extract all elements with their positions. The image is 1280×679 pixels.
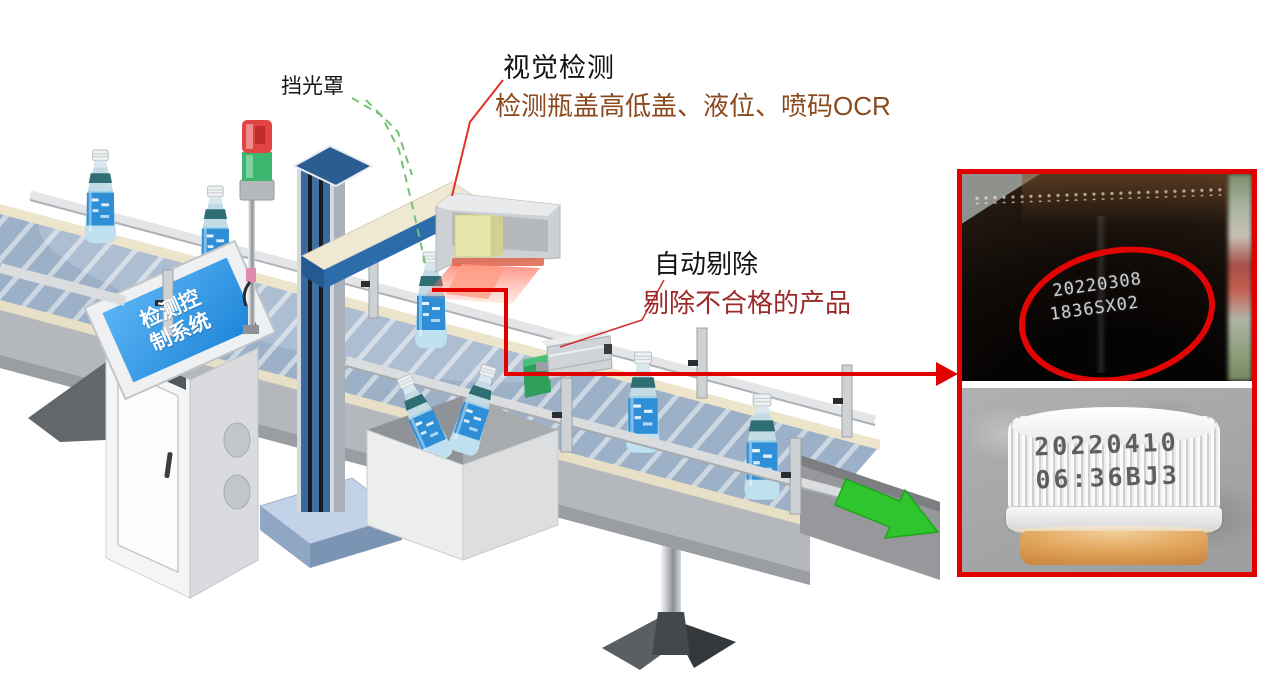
bottle-cap-top: [1012, 407, 1216, 445]
callout-line-red-reject: [559, 279, 665, 348]
auto-reject-title: 自动剔除: [654, 249, 759, 279]
rail-posts-front: [155, 269, 802, 515]
light-shield-label: 挡光罩: [281, 75, 344, 98]
rail-posts-back: [361, 251, 853, 438]
product-bottle: [84, 149, 117, 244]
bottle-neck: [1020, 531, 1208, 565]
connector-line-red: [432, 288, 938, 376]
light-shield-dashed-line: [351, 97, 426, 264]
flow-arrow-green: [834, 478, 940, 539]
inset-photo-bottle-code: 20220308 1836SX02: [962, 174, 1252, 381]
vision-inspection-description: 检测瓶盖高低盖、液位、喷码OCR: [495, 91, 891, 121]
callout-line-red-vision: [451, 79, 504, 197]
reject-box: [366, 360, 559, 561]
camera-light-cone: [424, 264, 540, 304]
vision-inspection-title: 视觉检测: [503, 53, 615, 83]
signal-tower-light: [239, 120, 275, 334]
control-screen: [83, 239, 277, 401]
vision-camera: [435, 192, 561, 273]
reject-pusher: [523, 330, 613, 398]
connector-arrowhead: [936, 362, 958, 386]
inset-photo-panel: 20220308 1836SX02 20220410 06:36BJ3: [957, 169, 1257, 577]
photo-background-blur: [1228, 174, 1252, 381]
inkjet-code-cap: 20220410 06:36BJ3: [962, 423, 1252, 499]
guide-rail-front: [0, 263, 860, 504]
control-screen-label: 检测控制系统: [137, 286, 215, 356]
control-station: [28, 239, 277, 599]
auto-reject-description: 剔除不合格的产品: [643, 288, 852, 318]
inset-photo-cap-code: 20220410 06:36BJ3: [962, 388, 1252, 572]
bottle-reflection: [1095, 216, 1108, 373]
guide-rail-back: [28, 190, 877, 426]
